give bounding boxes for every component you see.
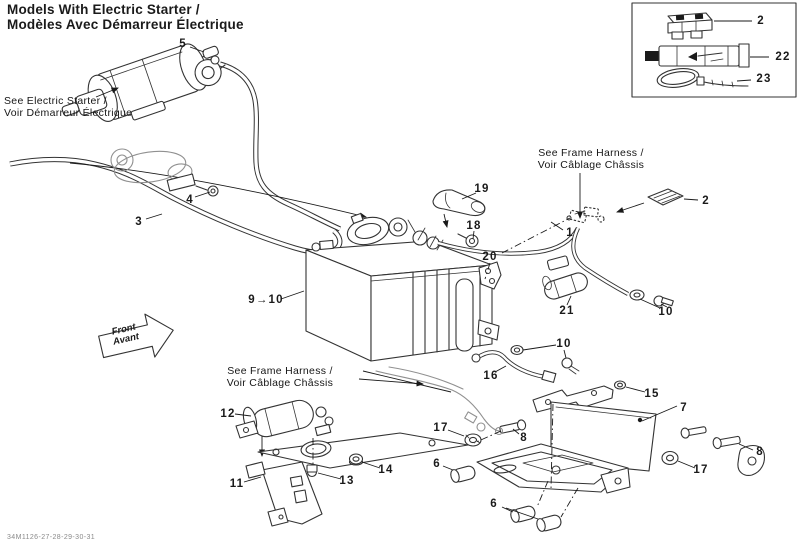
note-line: Voir Câblage Châssis xyxy=(226,377,334,389)
part-callout-20: 20 xyxy=(482,251,498,263)
battery-drawing xyxy=(305,239,502,362)
part-callout-12: 12 xyxy=(220,408,236,420)
part-callout-13: 13 xyxy=(339,475,355,487)
title-line-en: Models With Electric Starter / xyxy=(7,2,200,17)
part-callout-2: 2 xyxy=(702,195,710,207)
part-callout-8: 8 xyxy=(756,446,764,458)
lower-harness-sketch xyxy=(375,366,504,436)
part-callout-2: 2 xyxy=(757,15,765,27)
ground-cable-drawing xyxy=(9,156,367,256)
note-frame-harness-top: See Frame Harness / Voir Câblage Châssis xyxy=(506,147,676,171)
part-callout-16: 16 xyxy=(483,370,499,382)
bushing-hardware xyxy=(450,465,562,532)
part-callout-8: 8 xyxy=(520,432,528,444)
part-callout-3: 3 xyxy=(135,216,143,228)
inset-parts-box xyxy=(631,2,797,98)
note-line: Voir Démarreur Électrique xyxy=(4,107,133,119)
note-line: See Electric Starter / xyxy=(4,95,107,107)
title-line-fr: Modèles Avec Démarreur Électrique xyxy=(7,17,244,32)
part-callout-21: 21 xyxy=(559,305,575,317)
part-callout-23: 23 xyxy=(756,73,772,85)
note-line: See Frame Harness / xyxy=(538,147,644,159)
part-callout-19: 19 xyxy=(474,183,490,195)
part-callout-18: 18 xyxy=(466,220,482,232)
part-callout-17: 17 xyxy=(693,464,709,476)
centerlines xyxy=(312,262,579,518)
part-callout-1: 1 xyxy=(566,227,574,239)
note-frame-harness-bottom: See Frame Harness / Voir Câblage Châssis xyxy=(196,365,364,389)
front-direction-arrow xyxy=(98,313,174,359)
note-line: Voir Câblage Châssis xyxy=(537,159,645,171)
part-callout-6: 6 xyxy=(433,458,441,470)
part-callout-9→10: 9→10 xyxy=(248,294,284,306)
page-title: Models With Electric Starter / Modèles A… xyxy=(7,2,244,32)
part-callout-6: 6 xyxy=(490,498,498,510)
document-code: 34M1126-27-28-29-30-31 xyxy=(7,534,96,541)
frame-harness-drawing xyxy=(437,188,684,296)
part-callout-17: 17 xyxy=(433,422,449,434)
note-line: See Frame Harness / xyxy=(227,365,333,377)
electric-starter-drawing xyxy=(61,43,222,122)
terminal-hardware-right xyxy=(629,289,674,307)
callout-leaders xyxy=(145,46,754,520)
part-callout-10: 10 xyxy=(556,338,572,350)
battery-tray-drawing xyxy=(476,401,657,494)
engine-end-sketch xyxy=(110,148,219,197)
part-callout-14: 14 xyxy=(378,464,394,476)
part-callout-11: 11 xyxy=(229,478,245,490)
note-electric-starter: See Electric Starter / Voir Démarreur Él… xyxy=(4,95,132,119)
relay-drawing xyxy=(235,399,334,457)
part-callout-7: 7 xyxy=(680,402,688,414)
terminal-boot-drawing xyxy=(432,189,486,248)
starter-solenoid-sketch xyxy=(346,212,444,251)
part-callout-15: 15 xyxy=(644,388,660,400)
part-callout-4: 4 xyxy=(186,194,194,206)
bolt-washer-right xyxy=(661,426,765,476)
bolt-washer-left xyxy=(464,419,527,447)
mount-bracket-drawing xyxy=(245,432,469,527)
inline-connector-drawing xyxy=(542,272,588,300)
note-leaders xyxy=(95,87,583,393)
part-callout-10: 10 xyxy=(658,306,674,318)
part-callout-5: 5 xyxy=(179,38,187,50)
part-callout-22: 22 xyxy=(775,51,791,63)
